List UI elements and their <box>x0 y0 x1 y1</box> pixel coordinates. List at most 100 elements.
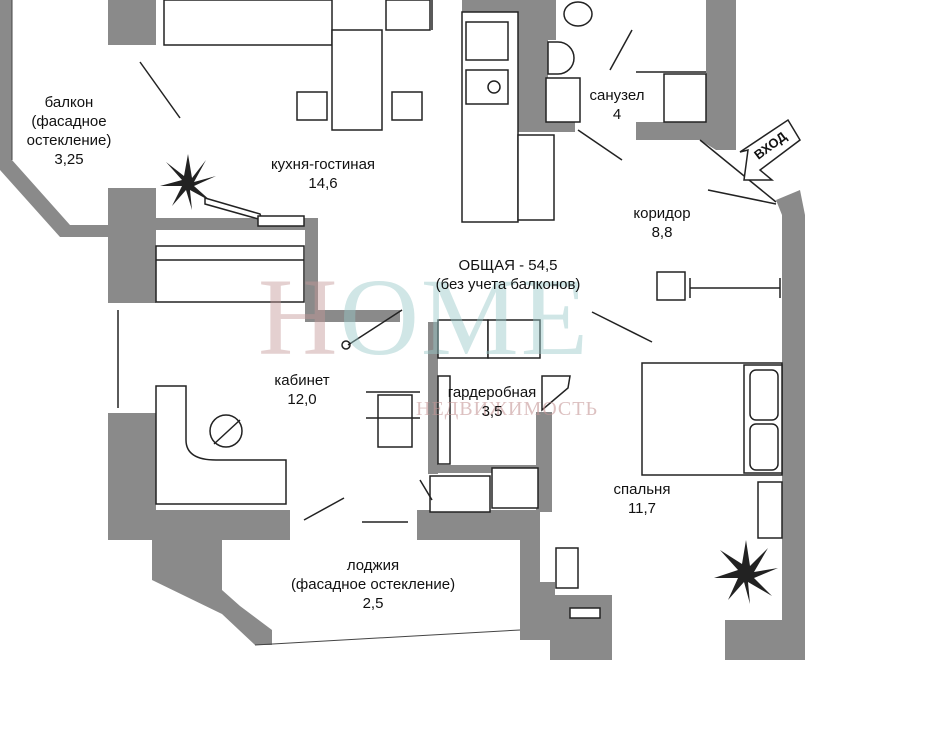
bathroom-area: 4 <box>612 106 622 123</box>
loggia-note: (фасадное остекление) <box>290 576 456 593</box>
window-sill <box>204 197 264 222</box>
bedroom-name: спальня <box>613 481 671 498</box>
balcony-label: балкон (фасадное остекление) 3,25 <box>27 74 112 169</box>
study-door <box>347 309 403 346</box>
bedroom-area: 11,7 <box>627 500 657 517</box>
watermark-ome: OME <box>339 256 590 378</box>
balcony-name: балкон (фасадное остекление) <box>26 94 112 149</box>
bath-door <box>577 129 623 161</box>
radiator-bedroom <box>555 547 579 589</box>
kitchen-area: 14,6 <box>308 175 338 192</box>
sink <box>465 21 509 61</box>
radiator-small <box>569 607 601 619</box>
corridor-fixtures <box>656 118 801 301</box>
study-bottom-wall <box>108 413 290 645</box>
sofa <box>163 0 333 46</box>
wardrobe-furniture <box>419 311 653 513</box>
cabinet <box>385 0 431 31</box>
corridor-area: 8,8 <box>651 224 673 241</box>
wardrobe-door-2 <box>591 311 653 343</box>
study-desk <box>155 385 287 505</box>
watermark-logo: HOME <box>258 262 590 372</box>
wardrobe-bottom-wall <box>428 465 536 473</box>
loggia-door <box>303 497 345 521</box>
wardrobe-left-wall <box>428 322 438 474</box>
washbasin <box>547 41 575 75</box>
desk-chair <box>209 414 243 448</box>
bathroom-top-wall <box>548 0 556 40</box>
entry-door <box>707 189 777 205</box>
dining-table <box>331 29 383 131</box>
watermark-subtitle: НЕДВИЖИМОСТЬ <box>416 398 598 420</box>
bedroom-top-wall <box>790 308 805 320</box>
study-name: кабинет <box>274 372 330 389</box>
kitchen-top-wall-left <box>108 0 156 45</box>
pillar-left <box>108 188 156 303</box>
corridor-label: коридор 8,8 <box>633 204 690 242</box>
kitchen-label: кухня-гостиная 14,6 <box>271 155 375 193</box>
kitchen-top-wall-mid <box>462 0 518 12</box>
loggia-area: 2,5 <box>362 595 384 612</box>
right-outer-wall <box>725 190 805 660</box>
loggia-glazing <box>254 629 521 646</box>
wardrobe-right-wall <box>536 412 552 512</box>
door-handle <box>341 340 351 350</box>
total-note: (без учета балконов) <box>435 276 581 293</box>
kitchen-furniture <box>163 0 555 223</box>
wardrobe-shelf-2 <box>487 319 541 359</box>
plant-icon-bedroom <box>714 540 778 604</box>
total-name: ОБЩАЯ - 54,5 <box>458 257 558 274</box>
wardrobe-door <box>541 375 571 412</box>
bathroom-left-wall <box>518 0 575 132</box>
wardrobe-shelf-5 <box>491 467 539 509</box>
kitchen-name: кухня-гостиная <box>270 156 376 173</box>
loggia-right-wall <box>520 595 612 660</box>
wardrobe-label: гардеробная 3,5 <box>448 383 537 421</box>
stove <box>465 69 509 105</box>
plant-icon-kitchen <box>160 154 216 210</box>
wardrobe-wall <box>417 510 555 595</box>
desk-chair-line <box>213 419 241 445</box>
corridor-name: коридор <box>633 205 691 222</box>
pillow-1 <box>749 369 779 421</box>
walls <box>0 0 805 660</box>
bath-door-2 <box>609 29 633 71</box>
fridge <box>517 134 555 221</box>
bathroom-right-wall <box>636 0 736 150</box>
wardrobe-name: гардеробная <box>447 384 537 401</box>
wardrobe-shelf-4 <box>429 475 491 513</box>
wardrobe-shelf-1 <box>437 319 489 359</box>
watermark-h: H <box>258 256 340 378</box>
entry-door-2 <box>699 139 777 203</box>
washing-machine <box>545 77 581 123</box>
bath-cabinet <box>663 73 707 123</box>
study-top-wall <box>156 218 400 322</box>
bathroom-label: санузел 4 <box>590 86 645 124</box>
study-sofa <box>155 245 305 303</box>
chair-2 <box>391 91 423 121</box>
bathroom-name: санузел <box>589 87 645 104</box>
entry-arrow-icon <box>739 118 801 181</box>
loggia-name: лоджия <box>346 557 400 574</box>
wardrobe-shelf-3 <box>437 375 451 465</box>
total-label: ОБЩАЯ - 54,5 (без учета балконов) <box>436 256 581 294</box>
chair-1 <box>296 91 328 121</box>
loggia-label: лоджия (фасадное остекление) 2,5 <box>291 556 455 613</box>
balcony-area: 3,25 <box>54 151 84 168</box>
balcony-outer-wall <box>0 0 108 237</box>
toilet <box>563 1 593 27</box>
table-small <box>377 394 413 448</box>
bathroom-fixtures <box>545 1 707 161</box>
pillow-2 <box>749 423 779 471</box>
burner <box>487 80 501 94</box>
balcony-door <box>139 61 181 119</box>
radiator <box>257 215 305 227</box>
bedroom-label: спальня 11,7 <box>614 480 671 518</box>
study-furniture <box>117 245 420 523</box>
bedroom-furniture <box>555 362 783 619</box>
bedside-table <box>757 481 783 539</box>
study-label: кабинет 12,0 <box>274 371 329 409</box>
wardrobe-area: 3,5 <box>481 403 503 420</box>
study-area: 12,0 <box>287 391 317 408</box>
